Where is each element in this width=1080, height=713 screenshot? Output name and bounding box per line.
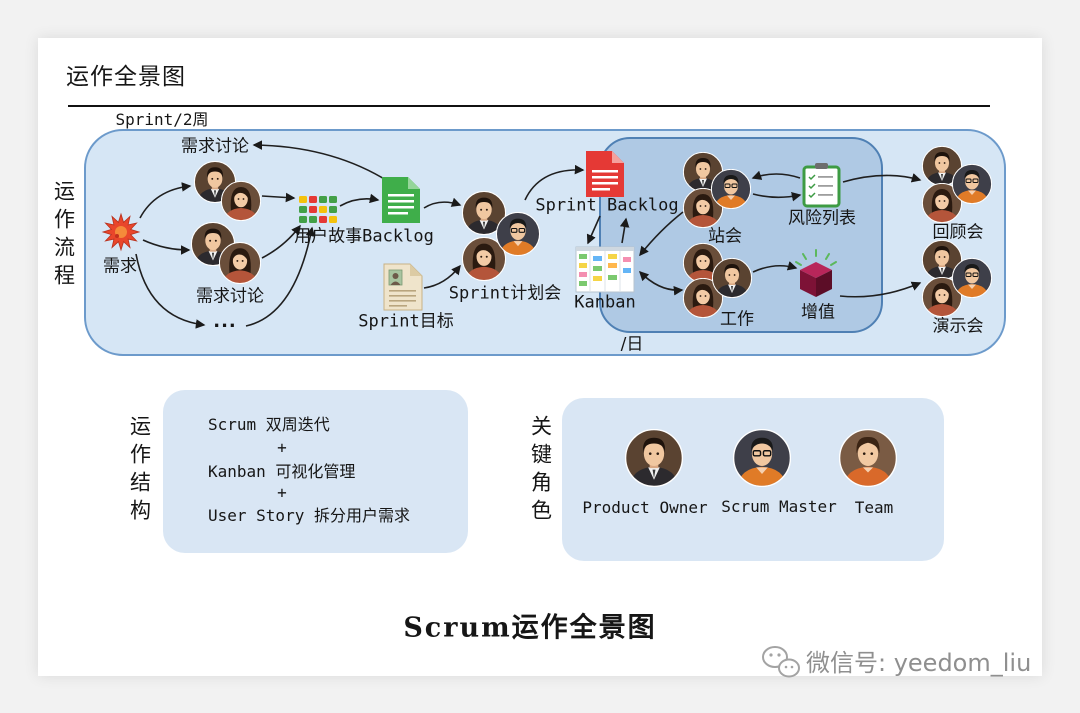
arrow-requirement-to-more	[135, 253, 206, 329]
requirement-label: 需求	[103, 256, 137, 277]
arrow-sprint-backlog-to-kanban	[586, 215, 601, 245]
arrow-backlog-to-sprint-planning	[423, 197, 462, 209]
sprint-cycle-label: Sprint/2周	[115, 110, 209, 129]
kanban-board-icon	[575, 246, 635, 293]
arrow-requirement-to-discussion-top	[139, 182, 192, 219]
page-title: 运作全景图	[66, 64, 186, 90]
structure-plus: +	[277, 483, 287, 502]
daily-cycle-label: /日	[620, 334, 644, 355]
work-label: 工作	[720, 309, 754, 330]
arrow-standup-to-risk	[752, 191, 802, 202]
value-add-label: 增值	[801, 302, 835, 323]
role-team-label: Team	[854, 498, 894, 517]
structure-plus: +	[277, 438, 287, 457]
sprint-backlog-label: Sprint Backlog	[535, 195, 679, 216]
splat-icon	[101, 212, 141, 252]
arrow-risk-to-retrospective	[842, 173, 922, 183]
risk-list-label: 风险列表	[788, 208, 856, 229]
discussion-top-label: 需求讨论	[181, 136, 249, 157]
arrow-standup-to-kanban	[639, 211, 684, 257]
roles-section-label: 关键角色	[528, 415, 553, 527]
arrow-kanban-work-link	[638, 270, 684, 296]
structure-section-label: 运作结构	[127, 415, 152, 527]
structure-line-kanban: Kanban 可视化管理	[208, 462, 356, 481]
arrow-backlog-to-discussion-feedback	[252, 140, 387, 181]
figure-caption: Scrum运作全景图	[403, 612, 657, 644]
arrow-discussion-mid-to-user-story	[261, 224, 301, 259]
role-scrum-master-label: Scrum Master	[721, 497, 837, 516]
sprint-planning-label: Sprint计划会	[448, 283, 562, 304]
sprint-goal-label: Sprint目标	[358, 311, 454, 332]
arrow-value-to-demo	[839, 281, 922, 298]
arrow-work-to-value	[752, 261, 798, 273]
user-story-backlog-label: 用户故事Backlog	[294, 226, 434, 247]
more-ellipsis: ...	[213, 311, 237, 332]
retrospective-label: 回顾会	[932, 222, 984, 243]
clipboard-icon	[802, 163, 841, 208]
structure-line-user-story: User Story 拆分用户需求	[208, 506, 410, 525]
wechat-icon	[762, 646, 800, 678]
sprint-goal-document-icon	[383, 263, 423, 311]
flow-section-label: 运作流程	[51, 180, 76, 292]
arrow-sprint-goal-to-sprint-planning	[423, 264, 461, 289]
arrow-task-grid-to-backlog	[339, 193, 380, 207]
kanban-label: Kanban	[574, 292, 636, 313]
arrow-requirement-to-discussion-mid	[142, 239, 191, 255]
arrow-risk-to-standup	[751, 170, 801, 180]
demo-label: 演示会	[932, 316, 984, 337]
structure-line-scrum: Scrum 双周迭代	[208, 415, 330, 434]
arrow-more-to-user-story	[245, 226, 316, 327]
sprint-backlog-document-icon	[586, 151, 624, 197]
standup-label: 站会	[708, 226, 742, 247]
discussion-mid-label: 需求讨论	[196, 286, 264, 307]
product-owner-avatar-icon	[626, 430, 683, 489]
team-avatar-icon	[840, 430, 897, 489]
scrum-master-avatar-icon	[734, 430, 791, 489]
title-divider	[68, 105, 990, 107]
arrow-kanban-to-sprint-backlog	[619, 217, 630, 244]
structure-box	[163, 390, 468, 553]
flow-arrows	[135, 140, 922, 329]
cube-icon	[795, 249, 837, 297]
arrow-sprint-planning-to-sprint-backlog	[524, 164, 585, 201]
color-grid-icon	[299, 196, 337, 223]
role-product-owner-label: Product Owner	[582, 498, 708, 517]
watermark-text: 微信号: yeedom_liu	[806, 649, 1032, 677]
arrow-discussion-top-to-task-grid	[261, 192, 296, 203]
backlog-document-icon	[382, 177, 420, 223]
